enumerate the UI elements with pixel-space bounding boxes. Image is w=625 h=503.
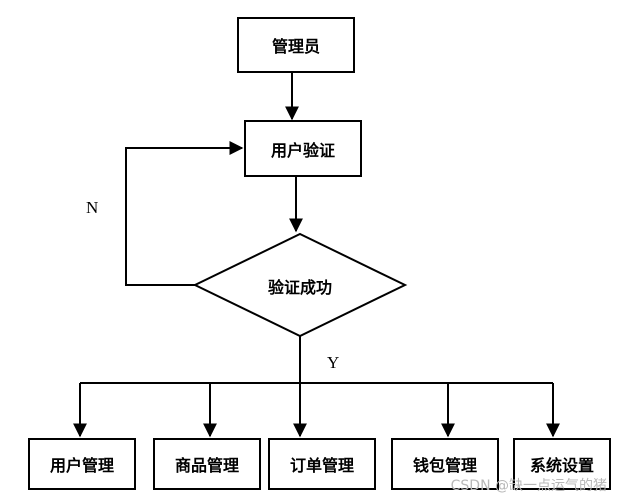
branch-label-yes: Y: [327, 353, 340, 372]
branch-label-no: N: [86, 198, 99, 217]
module-wallet-management: 钱包管理: [391, 438, 499, 490]
module-system-settings: 系统设置: [513, 438, 611, 490]
module-user-management: 用户管理: [28, 438, 136, 490]
arrow-no-loop: [125, 141, 244, 286]
node-user-auth: 用户验证: [244, 120, 362, 177]
node-admin: 管理员: [237, 17, 355, 73]
module-product-management: 商品管理: [153, 438, 261, 490]
module-order-management: 订单管理: [268, 438, 376, 490]
node-auth-success-label: 验证成功: [267, 278, 332, 297]
watermark: CSDN @缺一点运气的猪: [450, 478, 607, 494]
